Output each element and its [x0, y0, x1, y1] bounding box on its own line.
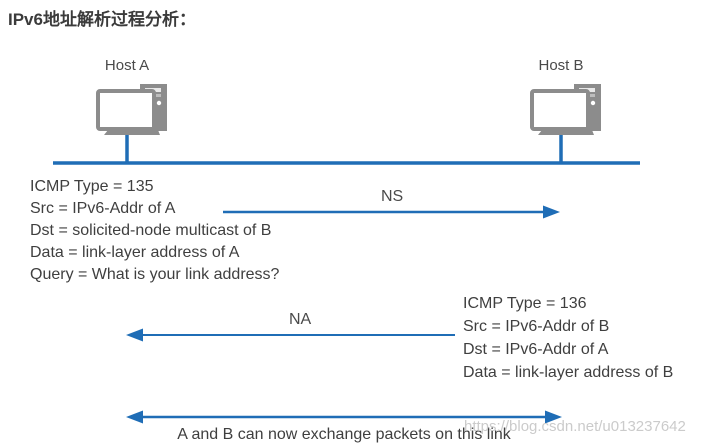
ns-line-src: Src = IPv6-Addr of A: [30, 200, 176, 217]
ns-arrow-label: NS: [381, 188, 404, 205]
na-line-src: Src = IPv6-Addr of B: [463, 318, 610, 335]
exchange-arrowhead-left: [126, 410, 143, 424]
ns-message-text: ICMP Type = 135 Src = IPv6-Addr of A Dst…: [30, 176, 279, 286]
exchange-caption: A and B can now exchange packets on this…: [177, 426, 511, 443]
na-arrow-label: NA: [289, 311, 312, 328]
host-b-label: Host B: [538, 57, 584, 74]
ns-arrowhead: [543, 205, 560, 219]
host-b-computer-icon: [530, 84, 601, 135]
na-message-text: ICMP Type = 136 Src = IPv6-Addr of B Dst…: [463, 292, 673, 384]
ns-line-icmp-type: ICMP Type = 135: [30, 178, 154, 195]
page-title: IPv6地址解析过程分析：: [8, 10, 196, 29]
na-line-icmp-type: ICMP Type = 136: [463, 295, 587, 312]
ns-line-dst: Dst = solicited-node multicast of B: [30, 222, 272, 239]
host-a-label: Host A: [104, 57, 150, 74]
na-arrowhead: [126, 328, 143, 342]
na-line-data: Data = link-layer address of B: [463, 364, 674, 381]
host-a-computer-icon: [96, 84, 167, 135]
ns-line-query: Query = What is your link address?: [30, 266, 280, 283]
na-line-dst: Dst = IPv6-Addr of A: [463, 341, 609, 358]
ns-line-data: Data = link-layer address of A: [30, 244, 240, 261]
csdn-watermark: https://blog.csdn.net/u013237642: [464, 418, 686, 435]
